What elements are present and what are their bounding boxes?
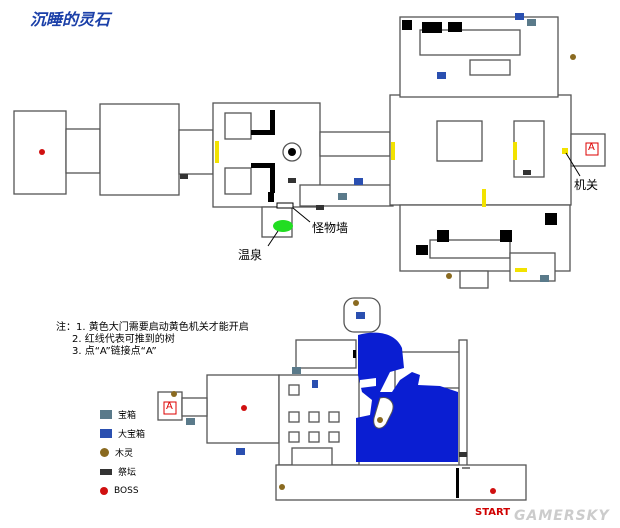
note-1: 注：1. 黄色大门需要启动黄色机关才能开启 [56, 322, 249, 333]
yellow-gate [391, 142, 395, 160]
altar-icon [288, 178, 296, 183]
big-chest-icon [356, 312, 365, 319]
yellow-switch-icon [562, 148, 568, 154]
legend: 宝箱 大宝箱 木灵 祭坛 BOSS [100, 405, 145, 500]
legend-item: 大宝箱 [100, 424, 145, 443]
altar-icon [316, 205, 324, 210]
big-chest-icon [100, 429, 112, 438]
wood-spirit-icon [446, 273, 452, 279]
yellow-gate [482, 189, 486, 207]
water-area [356, 332, 458, 462]
legend-item: 祭坛 [100, 462, 145, 481]
yellow-gate [215, 141, 219, 163]
hot-spring-icon [273, 220, 293, 232]
chest-icon [527, 19, 536, 26]
chest-icon [100, 410, 112, 419]
start-marker-icon [490, 488, 496, 494]
start-label: START [475, 507, 511, 518]
big-chest-icon [312, 380, 318, 388]
watermark: GAMERSKY [514, 508, 610, 524]
big-chest-icon [437, 72, 446, 79]
chest-icon [186, 418, 195, 425]
chest-icon [540, 275, 549, 282]
boss-icon [241, 405, 247, 411]
hot-spring-label: 温泉 [238, 248, 263, 262]
map-title: 沉睡的灵石 [30, 10, 111, 29]
altar-icon [100, 468, 112, 475]
big-chest-icon [236, 448, 245, 455]
wood-spirit-icon [100, 448, 109, 457]
chest-icon [292, 367, 301, 374]
wood-spirit-icon [171, 391, 177, 397]
note-3: 3. 点“A”链接点“A” [72, 346, 157, 357]
wood-spirit-icon [279, 484, 285, 490]
note-2: 2. 红线代表可推到的树 [72, 334, 175, 345]
wood-spirit-icon [377, 417, 383, 423]
altar-icon [459, 452, 467, 457]
big-chest-icon [354, 178, 363, 185]
notes: 注：1. 黄色大门需要启动黄色机关才能开启 2. 红线代表可推到的树 3. 点“… [56, 322, 249, 358]
yellow-gate [515, 268, 527, 272]
lower-map [157, 297, 527, 501]
big-chest-icon [515, 13, 524, 20]
link-a-lower: A [166, 401, 173, 412]
upper-map [13, 13, 606, 289]
altar-icon [523, 170, 531, 175]
wood-spirit-icon [570, 54, 576, 60]
legend-item: 宝箱 [100, 405, 145, 424]
boss-icon [39, 149, 45, 155]
monster-wall-label: 怪物墙 [312, 221, 349, 235]
boss-icon [100, 486, 108, 495]
link-a-upper: A [588, 142, 595, 153]
legend-item: BOSS [100, 481, 145, 500]
chest-icon [338, 193, 347, 200]
wood-spirit-icon [353, 300, 359, 306]
altar-icon [180, 174, 188, 179]
mechanism-label: 机关 [574, 178, 599, 192]
yellow-gate [513, 142, 517, 160]
legend-item: 木灵 [100, 443, 145, 462]
